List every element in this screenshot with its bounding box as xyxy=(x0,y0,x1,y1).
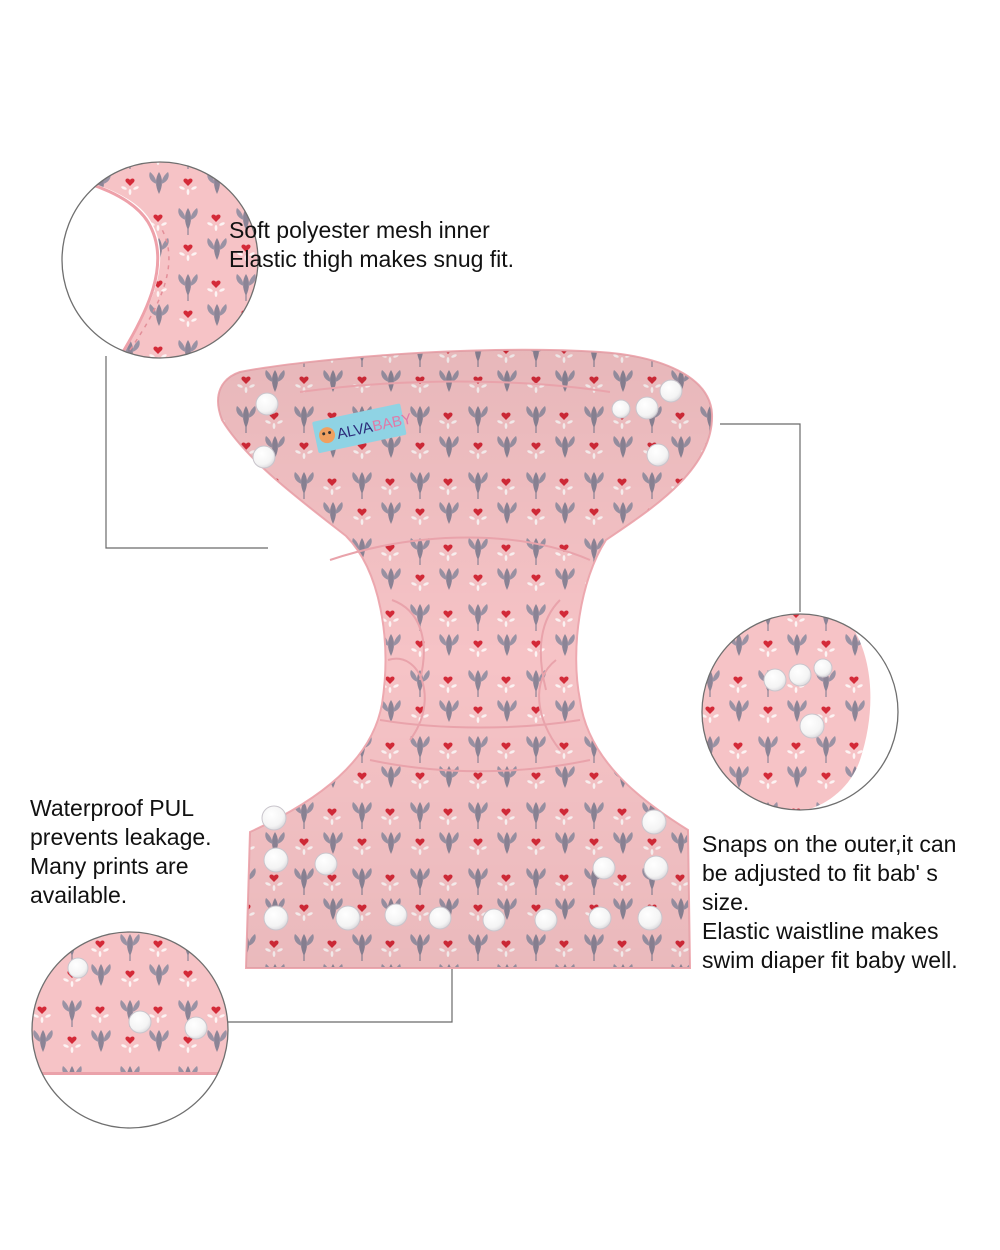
callout-inner-text: Soft polyester mesh inner Elastic thigh … xyxy=(229,216,514,274)
snap xyxy=(261,805,287,831)
diaper-main: ALVABABY xyxy=(217,348,714,969)
snap xyxy=(314,852,338,876)
snap xyxy=(643,855,669,881)
snap xyxy=(635,396,659,420)
snap xyxy=(335,905,361,931)
snap xyxy=(482,908,506,932)
connector-pul xyxy=(228,968,453,1023)
snap xyxy=(592,856,616,880)
callout-pul-line-1: Waterproof PUL xyxy=(30,795,195,821)
snap xyxy=(659,379,683,403)
snap xyxy=(646,443,670,467)
snap xyxy=(255,392,279,416)
callout-snaps-text: Snaps on the outer,it can be adjusted to… xyxy=(702,830,958,975)
snap xyxy=(263,847,289,873)
snaps xyxy=(252,379,683,932)
snap xyxy=(384,903,408,927)
callout-snaps-line-2: be adjusted to fit bab' s xyxy=(702,860,938,886)
callout-pul-text: Waterproof PUL prevents leakage. Many pr… xyxy=(30,794,212,910)
elastic-gathers xyxy=(299,380,611,773)
detail-circle-pul xyxy=(31,931,229,1129)
connector-inner xyxy=(105,356,268,549)
snap xyxy=(641,809,667,835)
callout-snaps-line-3: size. xyxy=(702,889,750,915)
snap xyxy=(588,906,612,930)
snap xyxy=(534,908,558,932)
connector-lines xyxy=(105,356,801,1023)
callout-snaps-line-1: Snaps on the outer,it can xyxy=(702,831,957,857)
snap xyxy=(637,905,663,931)
snap xyxy=(252,445,276,469)
snap xyxy=(611,399,631,419)
callout-pul-line-2: prevents leakage. xyxy=(30,824,212,850)
connector-snaps xyxy=(720,423,801,612)
detail-circle-snaps xyxy=(701,613,899,811)
callout-pul-line-4: available. xyxy=(30,882,128,908)
snap xyxy=(428,906,452,930)
callout-snaps-line-4: Elastic waistline makes xyxy=(702,918,939,944)
snap xyxy=(263,905,289,931)
callout-snaps-line-5: swim diaper fit baby well. xyxy=(702,947,958,973)
callout-inner-line-2: Elastic thigh makes snug fit. xyxy=(229,246,515,272)
callout-inner-line-1: Soft polyester mesh inner xyxy=(229,217,490,243)
callout-pul-line-3: Many prints are xyxy=(30,853,189,879)
